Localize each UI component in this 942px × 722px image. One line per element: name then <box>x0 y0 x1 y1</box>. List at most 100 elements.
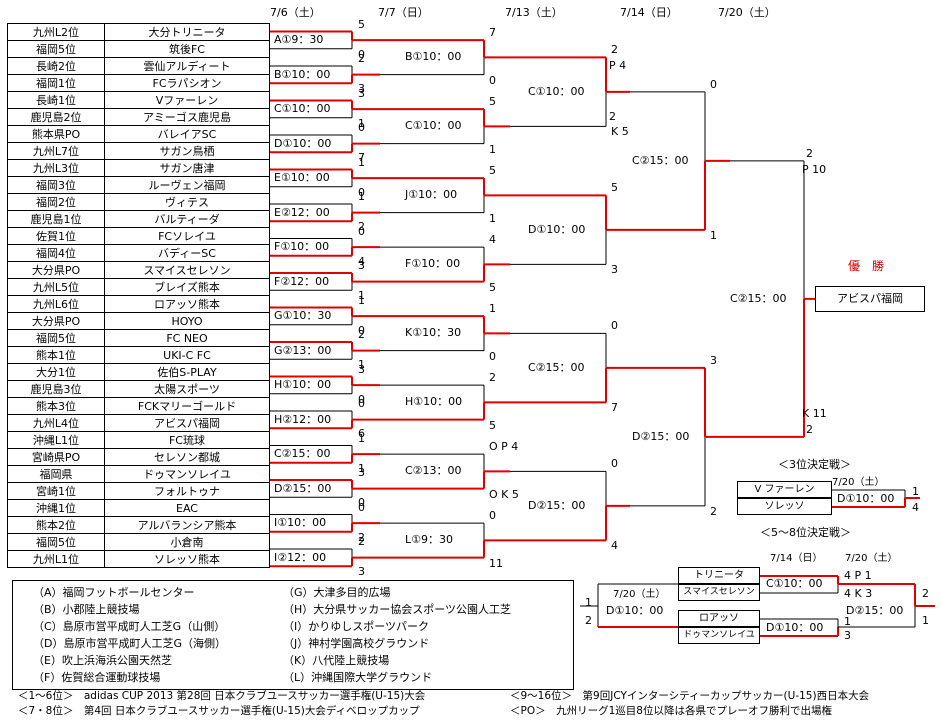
match-label: K①10：30 <box>405 326 462 340</box>
team-name: FCラパシオン <box>104 74 270 92</box>
team-row: 福岡4位バディーSC <box>7 244 270 262</box>
fifth-team-4-label: ドゥマンソレイユ <box>683 630 755 640</box>
team-row: 福岡5位小倉南 <box>7 533 270 551</box>
venue-legend: （A）福岡フットボールセンター（B）小郡陸上競技場（C）島原市営平成町人工芝G（… <box>12 580 574 690</box>
team-seed: 福岡3位 <box>7 176 105 194</box>
match-score: 2 <box>611 43 618 57</box>
match-score: 1 <box>358 190 365 203</box>
match-score: 5 <box>489 164 496 178</box>
team-row: 鹿児島1位バルティーダ <box>7 210 270 228</box>
match-label: L①9：30 <box>405 533 453 547</box>
team-name: 大分トリニータ <box>104 23 270 41</box>
third-place-team1-label: V ファーレン <box>754 484 815 495</box>
final-label: C②15：00 <box>730 291 787 305</box>
team-row: 九州L7位サガン鳥栖 <box>7 142 270 160</box>
team-name: ルーヴェン福岡 <box>104 176 270 194</box>
team-seed: 宮崎県PO <box>7 448 105 466</box>
team-seed: 鹿児島3位 <box>7 380 105 398</box>
match-score: 2 <box>358 328 365 341</box>
final-score: 2 <box>806 146 813 160</box>
team-row: 福岡3位ルーヴェン福岡 <box>7 176 270 194</box>
match-label: H①10：00 <box>405 395 463 409</box>
team-seed: 大分県PO <box>7 261 105 279</box>
match-score: 4 <box>358 254 365 268</box>
match-score: O P 4 <box>489 440 519 454</box>
match-label: D②15：00 <box>274 481 332 495</box>
third-place-label: D①10：00 <box>837 492 895 505</box>
match-score: 0 <box>358 496 365 510</box>
team-row: 福岡県ドゥマンソレイユ <box>7 465 270 483</box>
team-name: アミーゴス鹿児島 <box>104 108 270 126</box>
match-label: F②12：00 <box>274 274 330 288</box>
team-name: 雲仙アルディート <box>104 57 270 75</box>
team-name: 小倉南 <box>104 533 270 551</box>
match-score: 5 <box>358 17 365 31</box>
final-score: K 11 <box>802 406 827 420</box>
match-score: 3 <box>710 353 717 367</box>
match-score: 4 <box>611 539 618 553</box>
fifth-place-date2: 7/20（土） <box>845 553 898 564</box>
footnote-7-8: ＜7・8位＞ 第4回 日本クラブユースサッカー選手権(U-15)大会ディベロップ… <box>18 705 420 717</box>
match-score: 0 <box>489 73 496 87</box>
venue-item: （L）沖縄国際大学グラウンド <box>283 671 433 684</box>
third-place-team2: ソレッソ <box>737 498 832 515</box>
match-score: 3 <box>358 259 365 272</box>
team-seed: 福岡1位 <box>7 74 105 92</box>
match-score: 0 <box>489 349 496 363</box>
match-score: 7 <box>489 26 496 40</box>
footnote-po: ＜PO＞ 九州リーグ1巡目8位以降は各県でプレーオフ勝利で出場権 <box>510 705 832 717</box>
match-score: 0 <box>489 509 496 523</box>
match-label: C②15：00 <box>528 360 585 374</box>
team-seed: 福岡5位 <box>7 533 105 551</box>
champion-box: アビスパ福岡 <box>815 286 925 312</box>
third-place-date: 7/20（土） <box>832 477 885 488</box>
match-score: 3 <box>358 86 365 100</box>
fifth-team-3-label: ロアッソ <box>699 613 739 624</box>
venue-item: （I）かりゆしスポーツパーク <box>283 620 430 633</box>
footnote-9-16: ＜9～16位＞ 第9回JCYインターシティーカップサッカー(U-15)西日本大会 <box>510 690 870 702</box>
team-name: 佐伯S-PLAY <box>104 363 270 381</box>
match-score: 7 <box>611 401 618 415</box>
match-score: 1 <box>358 155 365 169</box>
fifth-team-1: トリニータ <box>678 567 760 584</box>
match-score: 7 <box>358 151 365 165</box>
match-label: H①10：00 <box>274 378 332 392</box>
match-score: 1 <box>489 302 496 316</box>
team-name: EAC <box>104 499 270 517</box>
match-score: 2 <box>710 504 717 518</box>
team-row: 長崎2位雲仙アルディート <box>7 57 270 75</box>
champion-name: アビスパ福岡 <box>837 292 903 305</box>
date-header-round5: 7/20（土） <box>718 6 776 19</box>
match-label: B①10：00 <box>274 67 331 81</box>
team-name: UKI-C FC <box>104 346 270 364</box>
team-seed: 九州L5位 <box>7 278 105 296</box>
team-seed: 熊本1位 <box>7 346 105 364</box>
date-header-round1: 7/6（土） <box>270 6 321 19</box>
team-name: Vファーレン <box>104 91 270 109</box>
team-seed: 九州L7位 <box>7 142 105 160</box>
match-label: B①10：00 <box>405 50 462 64</box>
final-score: P 10 <box>802 162 827 176</box>
team-row: 宮崎1位フォルトゥナ <box>7 482 270 500</box>
final-score: 2 <box>806 422 813 436</box>
date-header-round2: 7/7（日） <box>378 6 429 19</box>
match-label: H②12：00 <box>274 412 332 426</box>
match-label: C②15：00 <box>632 153 689 167</box>
team-seed: 鹿児島1位 <box>7 210 105 228</box>
match-label: D①10：00 <box>528 222 586 236</box>
team-seed: 福岡5位 <box>7 329 105 347</box>
team-seed: 九州L2位 <box>7 23 105 41</box>
team-name: アビスパ福岡 <box>104 414 270 432</box>
team-seed: 福岡2位 <box>7 193 105 211</box>
match-score: 1 <box>710 228 717 242</box>
fifth-match1-score1: 4 P 1 <box>844 569 872 582</box>
venue-item: （F）佐賀総合運動球技場 <box>33 671 161 684</box>
fifth-left-label: D①10：00 <box>606 604 664 617</box>
team-seed: 熊本県PO <box>7 125 105 143</box>
date-header-round3: 7/13（土） <box>505 6 563 19</box>
team-name: ドゥマンソレイユ <box>104 465 270 483</box>
